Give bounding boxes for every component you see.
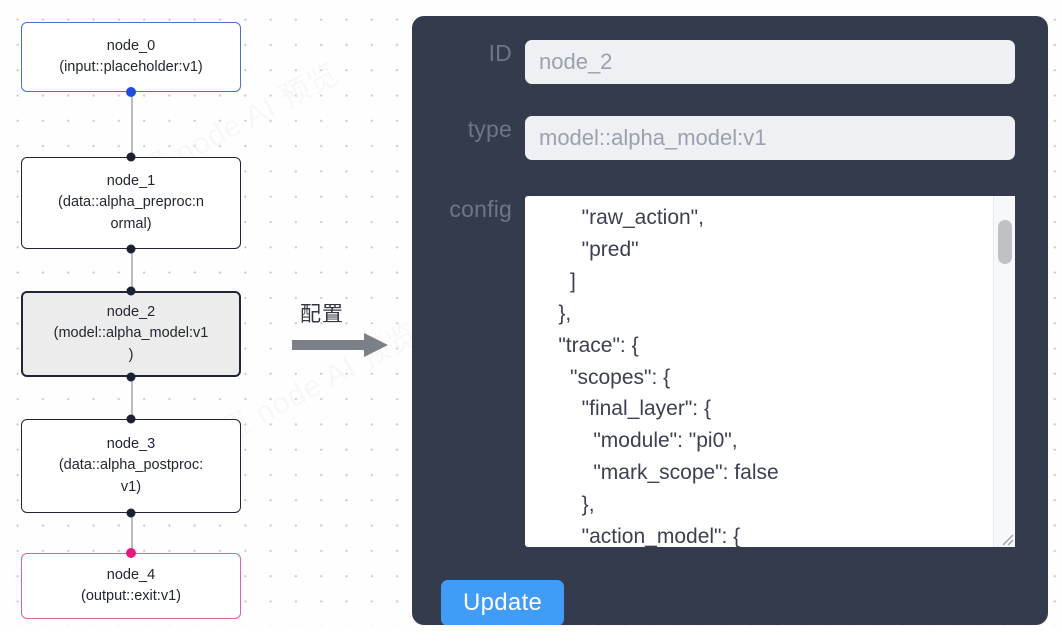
- annotation-label: 配置: [300, 302, 344, 326]
- config-textarea-wrapper: "raw_action", "pred" ] }, "trace": { "sc…: [525, 196, 1015, 547]
- config-textarea[interactable]: "raw_action", "pred" ] }, "trace": { "sc…: [525, 196, 1015, 547]
- edge-node1-node2: [131, 249, 133, 291]
- right-arrow-icon: [292, 333, 388, 357]
- node-handle-target-node_1[interactable]: [126, 152, 136, 162]
- node-handle-source-node_1[interactable]: [126, 244, 136, 254]
- node-handle-source-node_0[interactable]: [126, 87, 136, 97]
- graph-node-label: node_4 (output::exit:v1): [81, 566, 181, 604]
- node-handle-source-node_3[interactable]: [126, 508, 136, 518]
- edge-node3-node4: [131, 513, 133, 553]
- node-handle-target-node_3[interactable]: [126, 414, 136, 424]
- update-button[interactable]: Update: [441, 580, 565, 625]
- graph-node-node_4[interactable]: node_4 (output::exit:v1): [21, 553, 241, 619]
- edge-node2-node3: [131, 377, 133, 419]
- node-handle-source-node_2[interactable]: [126, 372, 136, 382]
- graph-node-node_0[interactable]: node_0 (input::placeholder:v1): [21, 22, 241, 92]
- config-scrollbar-thumb[interactable]: [998, 220, 1012, 264]
- id-field-label: ID: [488, 40, 512, 66]
- graph-node-label: node_3 (data::alpha_postproc: v1): [58, 435, 204, 495]
- config-field-label: config: [449, 196, 512, 222]
- graph-node-node_2[interactable]: node_2 (model::alpha_model:v1 ): [21, 291, 241, 377]
- flow-canvas[interactable]: 节点配置 node AI 预览 节点配置 node AI 预览 节点配置 nod…: [0, 0, 1062, 626]
- resize-handle-icon[interactable]: [998, 530, 1014, 546]
- config-scrollbar[interactable]: [993, 196, 1015, 547]
- inspector-row-id: ID: [412, 40, 1048, 84]
- graph-node-label: node_0 (input::placeholder:v1): [59, 37, 203, 75]
- graph-node-label: node_1 (data::alpha_preproc:n ormal): [58, 172, 204, 232]
- inspector-row-config: config "raw_action", "pred" ] }, "trace"…: [412, 196, 1048, 547]
- edge-node0-node1: [131, 91, 133, 157]
- type-input[interactable]: [525, 116, 1015, 160]
- node-inspector-panel: ID type config "raw_action", "pred" ] },…: [412, 16, 1048, 625]
- id-input[interactable]: [525, 40, 1015, 84]
- graph-node-node_1[interactable]: node_1 (data::alpha_preproc:n ormal): [21, 157, 241, 249]
- type-field-label: type: [467, 116, 512, 142]
- node-handle-target-node_2[interactable]: [126, 286, 136, 296]
- graph-node-node_3[interactable]: node_3 (data::alpha_postproc: v1): [21, 419, 241, 513]
- graph-node-label: node_2 (model::alpha_model:v1 ): [53, 303, 209, 363]
- node-handle-target-node_4[interactable]: [126, 548, 136, 558]
- configure-annotation: 配置: [292, 298, 392, 357]
- inspector-row-type: type: [412, 116, 1048, 160]
